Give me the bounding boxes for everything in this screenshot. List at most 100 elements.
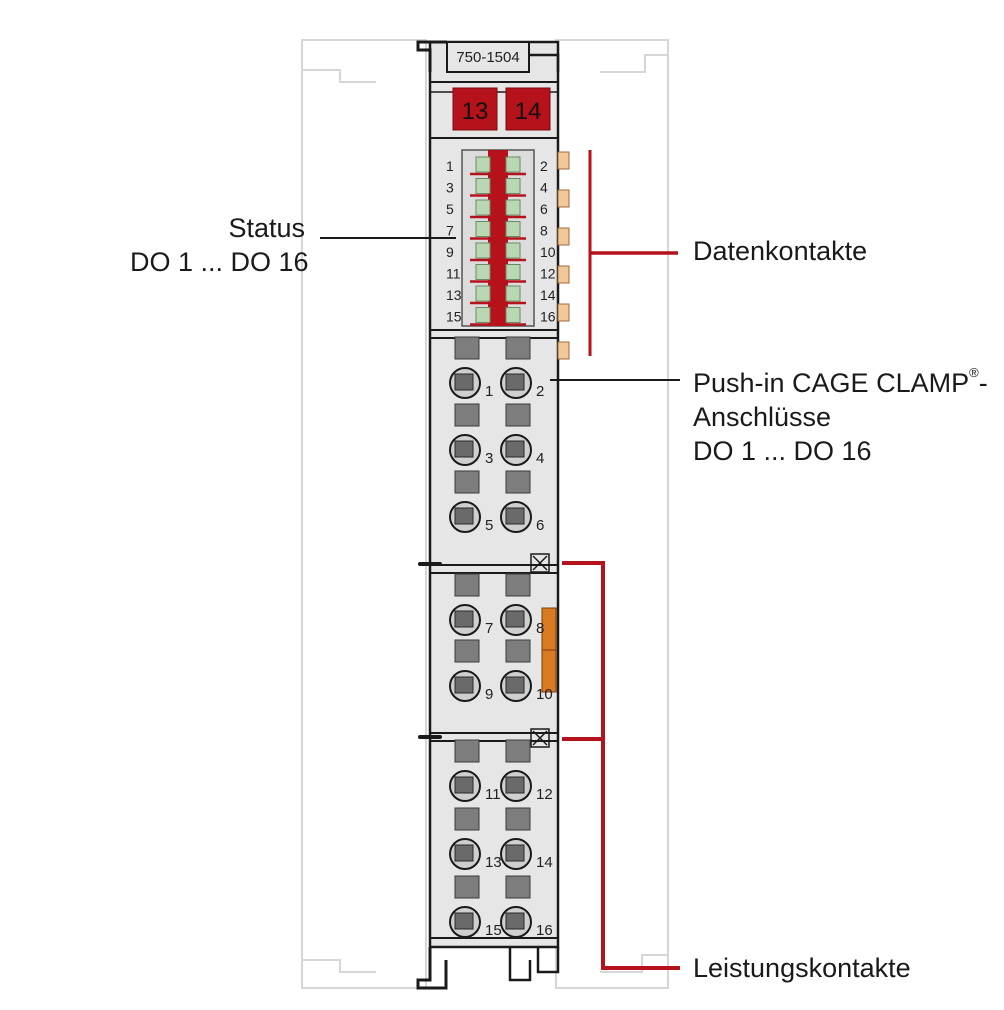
clamp-spring [454, 610, 474, 628]
clamp-spring [454, 776, 474, 794]
status-label: Status DO 1 ... DO 16 [130, 211, 309, 279]
terminal-number: 6 [536, 517, 544, 534]
data-contact [557, 151, 570, 170]
status-led [505, 307, 521, 323]
potential-label-13: 13 [462, 98, 489, 125]
release-button[interactable] [454, 573, 480, 597]
led-number-right: 10 [540, 244, 556, 260]
pushin-label-dash: - [978, 368, 988, 398]
led-number-left: 1 [446, 158, 454, 174]
release-button[interactable] [454, 875, 480, 899]
status-led [475, 307, 491, 323]
led-number-left: 5 [446, 201, 454, 217]
status-led [505, 221, 521, 237]
data-contact [557, 189, 570, 208]
clamp-spring [505, 912, 525, 930]
pushin-label-line1: Push-in CAGE CLAMP®- [693, 366, 988, 400]
potential-label-14: 14 [515, 98, 542, 125]
terminal-number: 12 [536, 786, 553, 803]
clamp-spring [454, 507, 474, 525]
release-button[interactable] [454, 403, 480, 427]
terminal-number: 8 [536, 620, 544, 637]
led-number-left: 3 [446, 180, 454, 196]
terminal-number: 4 [536, 450, 544, 467]
clamp-spring [505, 373, 525, 391]
terminal-number: 16 [536, 922, 553, 939]
led-number-left: 13 [446, 287, 462, 303]
release-button[interactable] [505, 807, 531, 831]
callout-lines [320, 150, 680, 970]
data-contact [557, 341, 570, 360]
led-number-right: 4 [540, 180, 548, 196]
clamp-spring [505, 610, 525, 628]
led-number-right: 16 [540, 309, 556, 325]
status-label-line2: DO 1 ... DO 16 [130, 247, 309, 277]
release-button[interactable] [505, 573, 531, 597]
terminal-row: 11 12 [449, 739, 553, 803]
data-contacts-label: Datenkontakte [693, 236, 868, 266]
status-led [475, 199, 491, 216]
status-led [505, 199, 521, 216]
led-number-right: 12 [540, 266, 556, 282]
clamp-spring [454, 844, 474, 862]
terminal-row: 9 10 [449, 639, 553, 703]
model-label: 750-1504 [456, 49, 519, 66]
release-button[interactable] [454, 470, 480, 494]
led-number-left: 7 [446, 223, 454, 239]
led-number-left: 15 [446, 309, 462, 325]
power-contacts-label: Leistungskontakte [693, 953, 911, 983]
release-button[interactable] [454, 336, 480, 360]
clamp-spring [454, 676, 474, 694]
data-contact [557, 265, 570, 284]
potential-markers: 13 14 [452, 87, 551, 131]
terminal-number: 3 [485, 450, 493, 467]
release-button[interactable] [505, 875, 531, 899]
release-button[interactable] [454, 739, 480, 763]
clamp-spring [505, 776, 525, 794]
terminal-number: 1 [485, 383, 493, 400]
terminal-number: 13 [485, 854, 502, 871]
clamp-spring [505, 844, 525, 862]
data-contact [557, 227, 570, 246]
terminal-number: 9 [485, 686, 493, 703]
release-button[interactable] [454, 639, 480, 663]
status-led [475, 264, 491, 280]
led-number-right: 14 [540, 287, 556, 303]
status-led [505, 285, 521, 302]
status-led [505, 156, 521, 173]
terminal-number: 5 [485, 517, 493, 534]
status-led [475, 221, 491, 237]
data-contacts [557, 151, 570, 360]
registered-mark: ® [969, 365, 979, 380]
release-button[interactable] [505, 403, 531, 427]
clamp-spring [454, 912, 474, 930]
clamp-spring [505, 440, 525, 458]
clamp-spring [505, 676, 525, 694]
release-button[interactable] [505, 639, 531, 663]
status-led [475, 156, 491, 173]
pushin-label-line2: Anschlüsse [693, 402, 832, 432]
status-led [475, 242, 491, 259]
release-button[interactable] [505, 739, 531, 763]
release-button[interactable] [505, 470, 531, 494]
release-button[interactable] [454, 807, 480, 831]
terminal-number: 15 [485, 922, 502, 939]
status-led [505, 264, 521, 280]
release-button[interactable] [505, 336, 531, 360]
terminal-number: 2 [536, 383, 544, 400]
pushin-label-title: Push-in CAGE CLAMP [693, 368, 970, 398]
status-led [475, 178, 491, 194]
terminal-number: 10 [536, 686, 553, 703]
power-contacts-bracket [562, 561, 680, 970]
status-led [475, 285, 491, 302]
terminal-number: 11 [485, 786, 501, 803]
data-contact [557, 303, 570, 322]
pushin-label-line3: DO 1 ... DO 16 [693, 436, 872, 466]
status-led [505, 242, 521, 259]
